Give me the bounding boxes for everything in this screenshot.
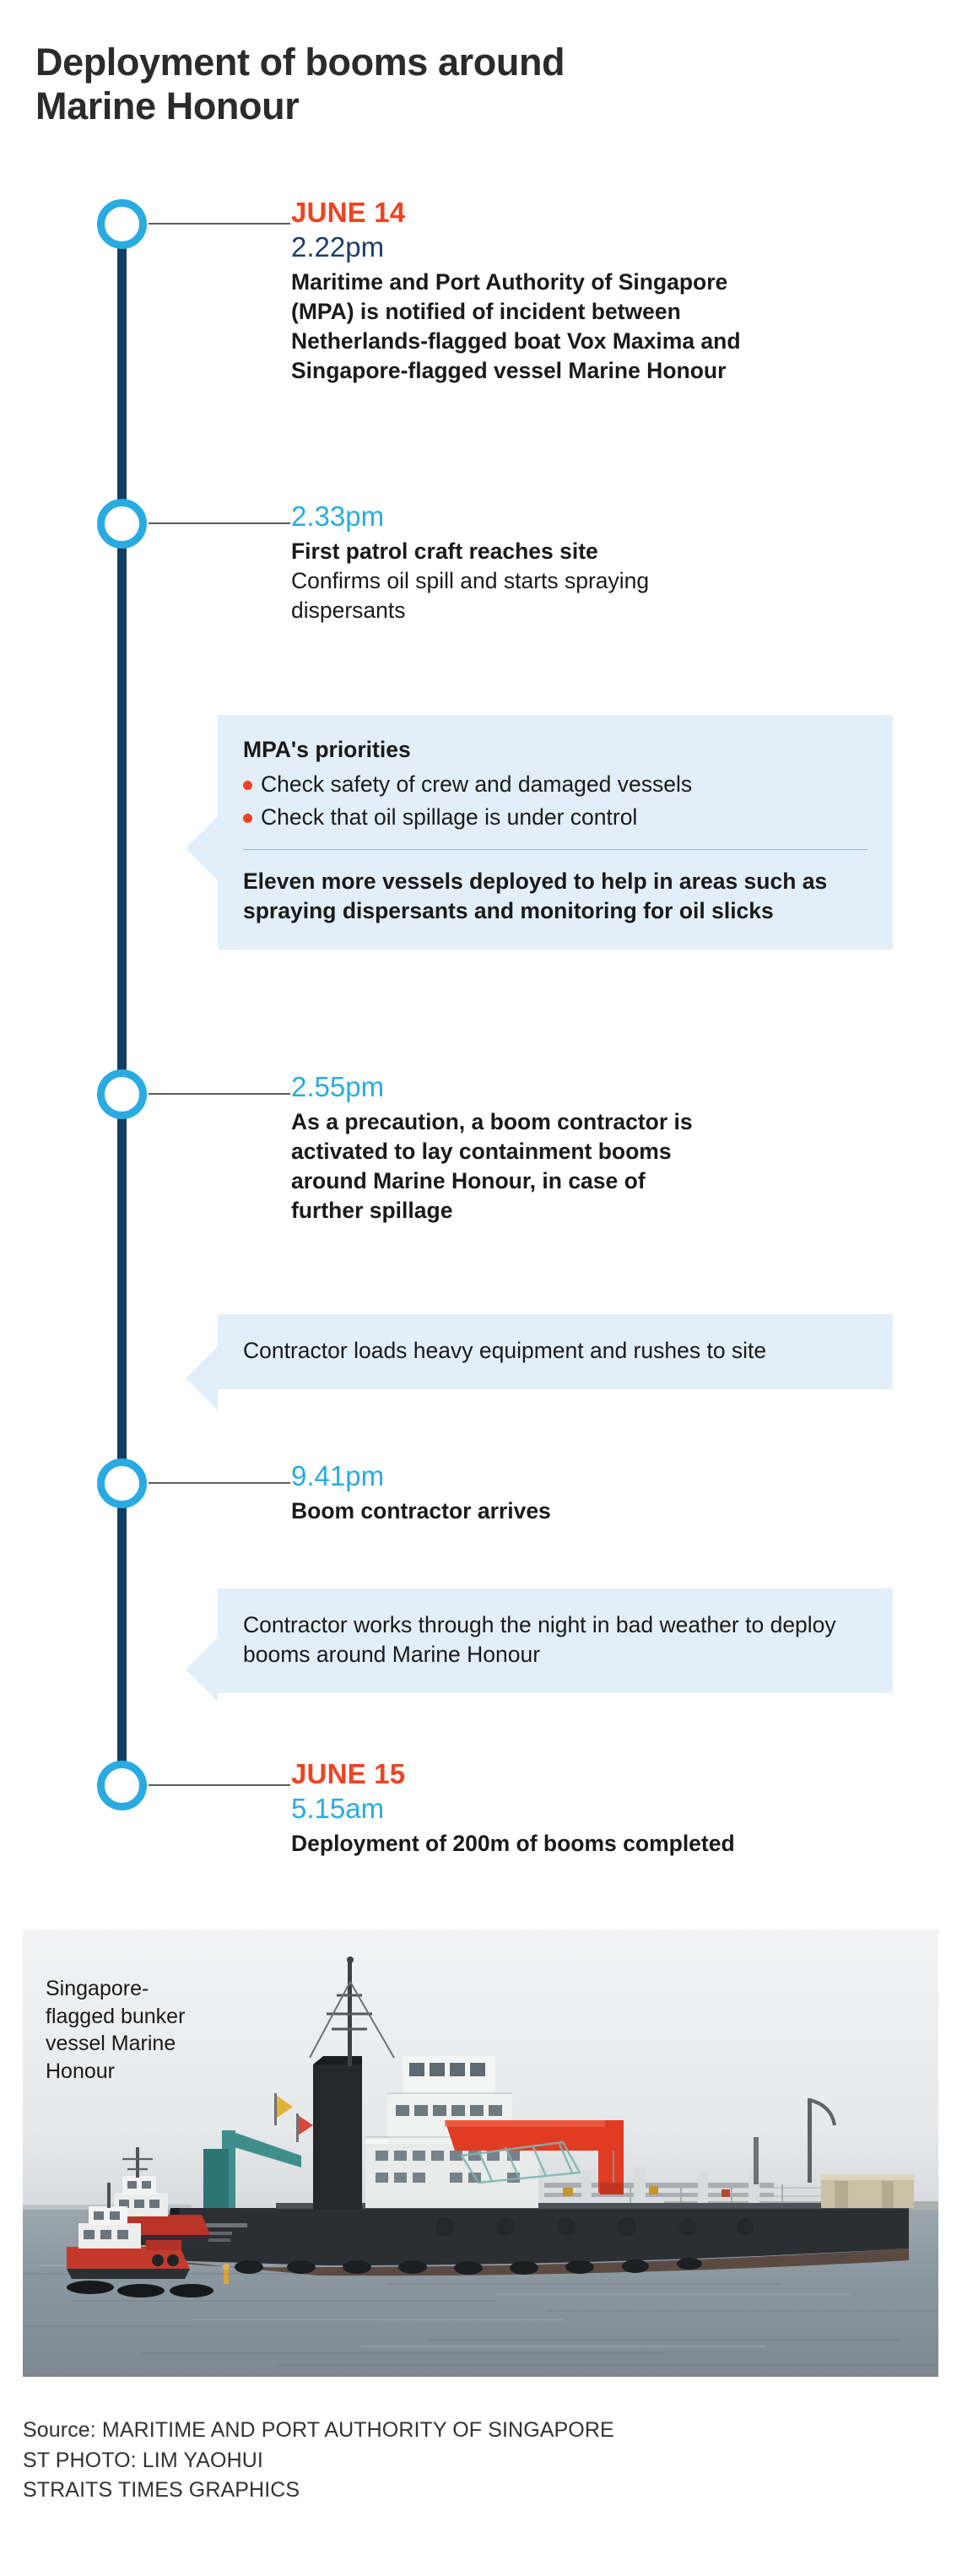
entry-time-5: 5.15am — [291, 1792, 385, 1824]
timeline-entry-1: JUNE 14 2.22pm Maritime and Port Authori… — [291, 197, 916, 386]
entry-body-1: Maritime and Port Authority of Singapore… — [291, 268, 741, 384]
callout-box-2: Contractor loads heavy equipment and rus… — [186, 1314, 893, 1410]
page-title: Deployment of booms around Marine Honour — [35, 41, 565, 128]
callout-bullet-text: Check safety of crew and damaged vessels — [261, 771, 693, 797]
callout-heading-1: MPA's priorities — [243, 737, 411, 762]
entry-time-4: 9.41pm — [291, 1460, 385, 1491]
callout-divider — [243, 848, 867, 850]
photo-illustration — [23, 1929, 938, 2377]
entry-time-2: 2.33pm — [291, 501, 385, 532]
callout-box-1: MPA's priorities Check safety of crew an… — [186, 715, 893, 950]
callout-paragraph-1: Eleven more vessels deployed to help in … — [243, 868, 828, 924]
entry-date-5: JUNE 15 — [291, 1758, 406, 1789]
photo-marine-honour — [23, 1929, 938, 2377]
entry-body-4: Boom contractor arrives — [291, 1497, 551, 1523]
photo-caption: Singapore- flagged bunker vessel Marine … — [46, 1977, 186, 2083]
entry-time-3: 2.55pm — [291, 1071, 385, 1102]
bullet-dot-icon — [243, 781, 252, 790]
callout-notch-3 — [186, 1637, 218, 1702]
timeline-connector-1 — [149, 223, 290, 225]
entry-body-2: First patrol craft reaches site — [291, 538, 598, 564]
callout-box-3: Contractor works through the night in ba… — [186, 1588, 893, 1702]
entry-body-3: As a precaution, a boom contractor is ac… — [291, 1108, 693, 1224]
bullet-dot-icon — [243, 814, 252, 824]
timeline-connector-3 — [149, 1093, 290, 1095]
timeline-entry-2: 2.33pm First patrol craft reaches site C… — [291, 500, 916, 625]
entry-time-1: 2.22pm — [291, 230, 385, 262]
timeline-marker-4 — [97, 1458, 147, 1508]
credit-photo: ST PHOTO: LIM YAOHUI — [23, 2448, 263, 2472]
timeline-spine — [117, 234, 127, 1785]
timeline-entry-3: 2.55pm As a precaution, a boom contracto… — [291, 1070, 916, 1226]
timeline-marker-5 — [97, 1761, 147, 1810]
credit-source: Source: MARITIME AND PORT AUTHORITY OF S… — [23, 2418, 614, 2442]
timeline-marker-3 — [97, 1069, 147, 1119]
credit-graphics: STRAITS TIMES GRAPHICS — [23, 2478, 300, 2502]
timeline-connector-4 — [149, 1482, 290, 1484]
callout-bullet-item: Check safety of crew and damaged vessels — [243, 770, 867, 798]
callout-notch-1 — [186, 816, 218, 880]
credits-block: Source: MARITIME AND PORT AUTHORITY OF S… — [23, 2416, 867, 2506]
callout-paragraph-2: Contractor loads heavy equipment and rus… — [243, 1338, 767, 1363]
entry-date-1: JUNE 14 — [291, 197, 406, 228]
callout-bullet-text: Check that oil spillage is under control — [261, 804, 638, 831]
timeline-connector-5 — [149, 1784, 290, 1786]
timeline-marker-1 — [97, 199, 147, 249]
callout-bullet-item: Check that oil spillage is under control — [243, 803, 867, 831]
callout-notch-2 — [186, 1346, 218, 1410]
timeline-connector-2 — [149, 522, 290, 524]
entry-body-5: Deployment of 200m of booms completed — [291, 1830, 735, 1856]
timeline-entry-4: 9.41pm Boom contractor arrives — [291, 1459, 916, 1526]
timeline-marker-2 — [97, 499, 147, 549]
callout-paragraph-3: Contractor works through the night in ba… — [243, 1612, 836, 1668]
entry-subbody-2: Confirms oil spill and starts spraying d… — [291, 567, 650, 624]
timeline-entry-5: JUNE 15 5.15am Deployment of 200m of boo… — [291, 1758, 916, 1859]
